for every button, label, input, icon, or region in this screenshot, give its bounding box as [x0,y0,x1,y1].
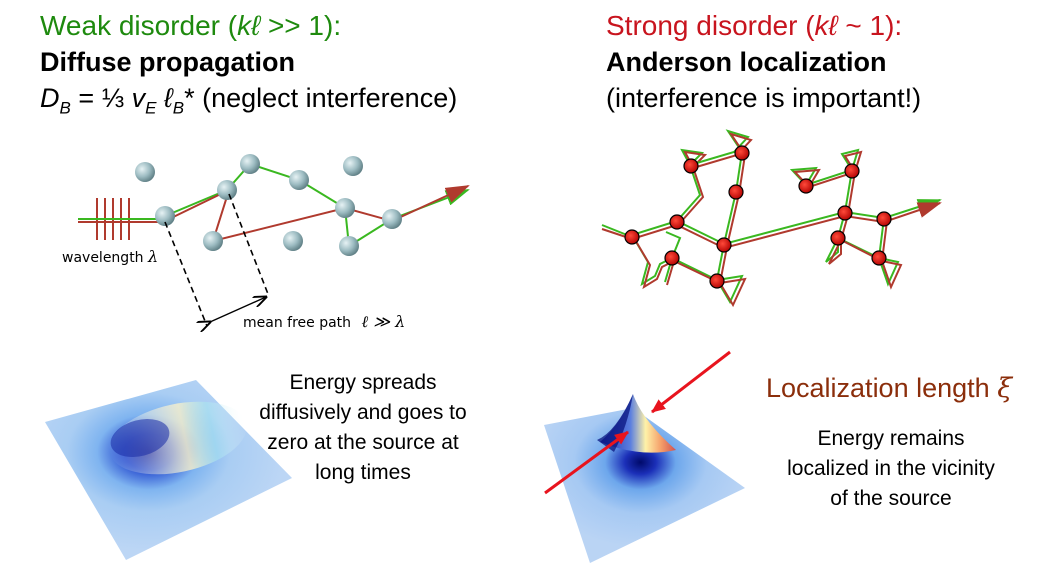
localized-energy-surface [544,350,745,563]
green-main-path [631,199,942,246]
heading-text-end: ~ 1): [837,10,903,41]
heading-text: Weak disorder ( [40,10,238,41]
localization-diagram [601,129,942,308]
scatterer-dot [728,184,744,200]
mfp-symbol: ℓ ≫ λ [361,312,406,331]
formula-star: * [184,83,195,113]
mfp-dash-left [164,221,208,327]
scatterer-dot [876,211,892,227]
xi-symbol: ξ [997,373,1013,404]
scatterer [289,170,309,190]
scatterer-dot [844,163,860,179]
localization-length-label: Localization length ξ [766,373,1012,404]
formula-note: (neglect interference) [194,83,458,113]
scatterer-dot [669,214,685,230]
localized-scatterers [624,145,892,289]
heading-text: Strong disorder ( [606,10,815,41]
scatterer [382,209,402,229]
loc-text: Localization length [766,373,990,403]
scatterer [339,236,359,256]
formula-b-sub: B [59,98,71,118]
interference-note: (interference is important!) [606,83,922,113]
caption-line: Energy remains [817,427,965,450]
scatterer [203,231,223,251]
wavelength-label: wavelength λ [62,247,158,266]
loc-arrow-top [651,350,731,414]
mfp-dash-right [228,193,269,295]
caption-line: zero at the source at [267,431,459,454]
diffuse-propagation-title: Diffuse propagation [40,47,295,77]
peak-shadow [597,394,633,452]
mfp-text: mean free path [243,315,352,331]
scatterer-dot [709,273,725,289]
scatterer [335,198,355,218]
scatterer-dot [734,145,750,161]
weak-disorder-heading: Weak disorder (kℓ >> 1): [40,10,341,42]
scatterer-dot [683,158,699,174]
caption-line: of the source [830,487,952,510]
diffuse-diagram [78,154,470,327]
formula-eq: = ⅓ [70,83,132,113]
red-path [164,185,470,243]
diffuse-energy-surface [45,380,292,560]
scatterers [135,154,402,256]
caption-line: long times [315,461,411,484]
mfp-arrow [210,297,266,322]
strong-disorder-heading: Strong disorder (kℓ ~ 1): [606,10,902,42]
loc-arrow-bottom [544,430,629,495]
scatterer-dot [830,230,846,246]
k-ell-symbol: kℓ [237,10,261,41]
scatterer [155,206,175,226]
scatterer-dot [664,250,680,266]
scatterer [240,154,260,174]
surface-shadow [110,418,170,458]
scatterer-dot [871,250,887,266]
formula-b2-sub: B [172,98,185,118]
scatterer-dot [624,229,640,245]
scatterer [283,231,303,251]
formula-v: v [131,83,146,113]
wavelength-text: wavelength [62,250,144,266]
surface-plane [544,408,745,563]
k-ell-symbol: kℓ [814,10,838,41]
scatterer-dot [837,205,853,221]
lambda-symbol: λ [148,247,159,266]
diffusion-formula: DB = ⅓ vE ℓB* (neglect interference) [40,83,457,118]
caption-line: localized in the vicinity [787,457,995,480]
scatterer-dot [716,237,732,253]
scatterer [135,162,155,182]
localized-caption: Energy remains localized in the vicinity… [760,424,1022,514]
heading-text-end: >> 1): [260,10,342,41]
formula-ell: ℓ [156,83,173,113]
caption-line: diffusively and goes to [259,401,467,424]
mean-free-path-label: mean free path ℓ ≫ λ [243,312,405,332]
red-main-path [631,202,942,250]
diffuse-caption: Energy spreads diffusively and goes to z… [258,368,468,488]
formula-e-sub: E [145,98,157,118]
caption-line: Energy spreads [289,371,437,394]
formula-d: D [40,83,60,113]
scatterer-dot [798,178,814,194]
scatterer [217,180,237,200]
scatterer [343,156,363,176]
anderson-localization-title: Anderson localization [606,47,887,77]
